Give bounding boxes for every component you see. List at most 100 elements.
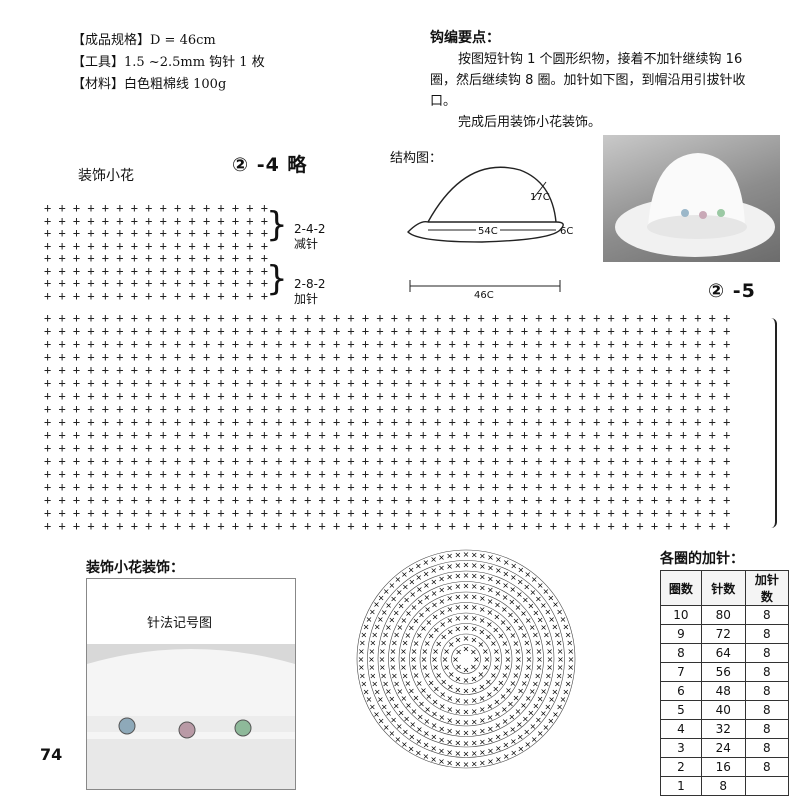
stitch-symbol: × — [487, 746, 494, 755]
stitch-symbol: × — [424, 717, 431, 726]
cell-increase — [744, 776, 789, 796]
stitch-symbol: × — [409, 590, 416, 599]
stitch-symbol: × — [421, 663, 428, 672]
stitch-symbol: × — [471, 582, 478, 591]
stitch-symbol: × — [390, 594, 397, 603]
stitch-symbol: × — [413, 693, 420, 702]
stitch-symbol: × — [420, 624, 427, 633]
stitch-symbol: × — [410, 655, 417, 664]
increase-rule: 2-8-2 — [294, 277, 326, 291]
stitch-symbol: × — [400, 694, 407, 703]
chart-2-5-mark: ② -5 — [708, 280, 756, 302]
increase-table-title: 各圈的加针： — [660, 551, 744, 567]
stitch-symbol: × — [554, 631, 561, 640]
stitch-symbol: × — [525, 616, 532, 625]
stitch-symbol: × — [536, 655, 543, 664]
stitch-symbol: × — [537, 695, 544, 704]
stitch-symbol: × — [486, 690, 493, 699]
cell-round: 4 — [660, 719, 702, 739]
round-8-guide — [377, 570, 555, 748]
decoration-photo-frame: 针法记号图 — [86, 578, 296, 790]
stitch-symbol: × — [540, 687, 547, 696]
stitch-symbol: × — [424, 605, 431, 614]
stitch-symbol: × — [420, 686, 427, 695]
stitch-symbol: × — [439, 690, 446, 699]
stitch-symbol: × — [400, 655, 407, 664]
stitch-symbol: × — [502, 717, 509, 726]
stitch-symbol: × — [431, 655, 438, 664]
stitch-symbol: × — [378, 717, 385, 726]
stitch-symbol: × — [517, 624, 524, 633]
stitch-symbol: × — [411, 707, 418, 716]
stitch-symbol: × — [534, 639, 541, 648]
stitch-symbol: × — [424, 639, 431, 648]
stitch-symbol: × — [446, 562, 453, 571]
stitch-chart-2-4: + + + + + + + + + + + + + + + + + + + + … — [44, 201, 268, 303]
stitch-symbol: × — [396, 687, 403, 696]
stitch-symbol: × — [380, 639, 387, 648]
stitch-symbol: × — [447, 628, 454, 637]
decrease-note: 2-4-2 减针 — [294, 222, 326, 252]
stitch-symbol: × — [433, 625, 440, 634]
stitch-symbol: × — [508, 598, 515, 607]
stitch-symbol: × — [501, 705, 508, 714]
stitch-symbol: × — [426, 618, 433, 627]
stitch-symbol: × — [411, 663, 418, 672]
stitch-symbol: × — [515, 663, 522, 672]
stitch-symbol: × — [471, 707, 478, 716]
stitch-symbol: × — [487, 575, 494, 584]
stitch-symbol: × — [455, 674, 462, 683]
stitch-symbol: × — [421, 647, 428, 656]
stitch-symbol: × — [463, 582, 470, 591]
stitch-symbol: × — [566, 671, 573, 680]
stitch-symbol: × — [540, 709, 547, 718]
stitch-symbol: × — [454, 614, 461, 623]
stitch-symbol: × — [402, 727, 409, 736]
stitch-symbol: × — [529, 722, 536, 731]
stitch-symbol: × — [374, 687, 381, 696]
stitch-symbol: × — [463, 624, 470, 633]
stitch-symbol: × — [369, 663, 376, 672]
stitch-symbol: × — [431, 600, 438, 609]
stitch-symbol: × — [513, 639, 520, 648]
stitch-symbol: × — [548, 717, 555, 726]
stitch-symbol: × — [382, 631, 389, 640]
structure-title: 结构图： — [390, 151, 443, 166]
stitch-symbol: × — [546, 663, 553, 672]
stitch-symbol: × — [471, 550, 478, 559]
stitch-symbol: × — [388, 581, 395, 590]
cell-round: 6 — [660, 681, 702, 701]
stitch-symbol: × — [385, 601, 392, 610]
stitch-symbol: × — [447, 694, 454, 703]
stitch-symbol: × — [454, 707, 461, 716]
stitch-symbol: × — [510, 737, 517, 746]
stitch-symbol: × — [402, 671, 409, 680]
stitch-symbol: × — [544, 608, 551, 617]
stitch-symbol: × — [363, 623, 370, 632]
stitch-symbol: × — [424, 705, 431, 714]
stitch-symbol: × — [454, 760, 461, 769]
stitch-symbol: × — [409, 720, 416, 729]
stitch-symbol: × — [408, 687, 415, 696]
stitch-symbol: × — [556, 671, 563, 680]
stitch-symbol: × — [446, 737, 453, 746]
height-dimension-mark — [531, 181, 547, 201]
stitch-symbol: × — [524, 570, 531, 579]
stitch-symbol: × — [537, 615, 544, 624]
stitch-symbol: × — [379, 655, 386, 664]
stitch-symbol: × — [423, 569, 430, 578]
stitch-symbol: × — [495, 744, 502, 753]
stitch-chart-2-5: + + + + + + + + + + + + + + + + + + + + … — [44, 311, 731, 533]
stitch-symbol: × — [408, 578, 415, 587]
stitch-symbol: × — [482, 663, 489, 672]
decoration-photo-label: 针法记号图 — [147, 616, 213, 631]
stitch-symbol: × — [430, 755, 437, 764]
stitch-symbol: × — [446, 727, 453, 736]
stitch-symbol: × — [536, 647, 543, 656]
stitch-symbol: × — [548, 695, 555, 704]
cell-increase: 8 — [744, 757, 789, 777]
stitch-symbol: × — [515, 603, 522, 612]
